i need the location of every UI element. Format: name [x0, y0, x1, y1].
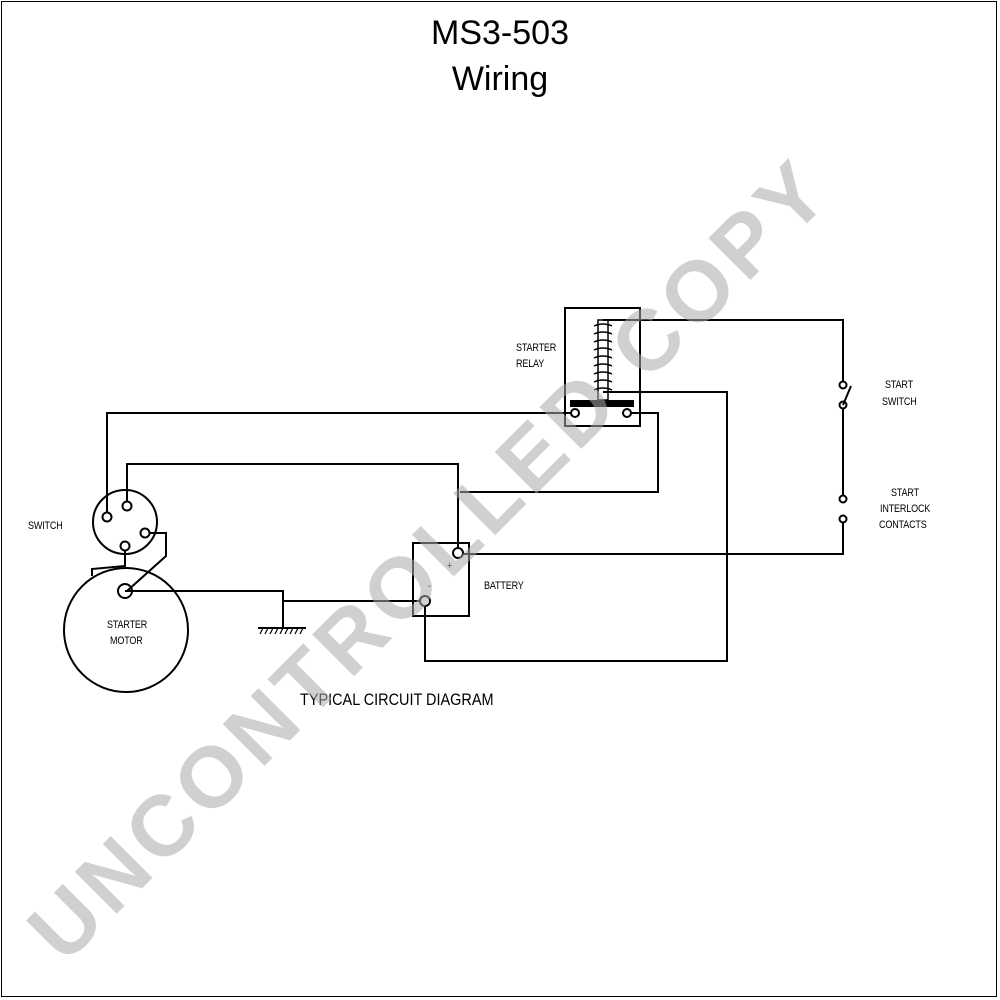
wire-motor-to-ground: [125, 590, 284, 627]
battery-label: BATTERY: [484, 580, 524, 592]
starter-motor-body: [63, 567, 189, 693]
wire-coil-to-battery-negative: [424, 391, 728, 662]
diagram-subtitle: Wiring: [451, 60, 549, 98]
diagram-title: MS3-503: [431, 14, 569, 52]
starter-relay-label-line1: STARTER: [516, 342, 557, 354]
battery-plus-label: +: [447, 560, 453, 572]
wire-interlock-to-battery-positive: [463, 522, 844, 555]
battery-negative-terminal: [419, 595, 431, 607]
start-switch-lever: [842, 385, 852, 406]
starter-relay-label-line2: RELAY: [516, 358, 545, 370]
switch-terminal-2: [121, 500, 133, 512]
start-switch-contact-top: [838, 380, 848, 390]
ground-hatch: [259, 627, 304, 635]
starter-motor-label-line1: STARTER: [107, 619, 148, 631]
relay-terminal-left: [570, 408, 580, 418]
switch-terminal-3: [139, 527, 151, 539]
wire-switch-to-battery-positive: [126, 463, 459, 550]
battery-positive-terminal: [452, 547, 464, 559]
strap-switch-terminal-to-motor: [126, 532, 167, 592]
relay-contact-bar: [570, 400, 634, 407]
diagram-caption: TYPICAL CIRCUIT DIAGRAM: [300, 690, 494, 709]
interlock-contact-bottom: [838, 514, 848, 524]
interlock-contact-top: [838, 494, 848, 504]
battery-box: [412, 542, 470, 617]
starter-relay-box: [564, 307, 641, 427]
relay-coil-winding: [593, 323, 613, 391]
switch-label: SWITCH: [28, 520, 63, 532]
start-switch-label-line2: SWITCH: [882, 396, 917, 408]
wire-relay-right-to-battery: [460, 412, 659, 493]
switch-terminal-1: [101, 511, 113, 523]
interlock-label-line2: INTERLOCK: [880, 503, 931, 515]
switch-terminal-4: [119, 540, 131, 552]
battery-minus-label: -: [428, 580, 431, 592]
strap-switch-to-motor: [91, 551, 126, 576]
starter-motor-label-line2: MOTOR: [110, 635, 143, 647]
wire-relay-to-switch: [106, 412, 571, 514]
interlock-label-line1: START: [891, 487, 919, 499]
start-switch-label-line1: START: [885, 379, 913, 391]
wire-coil-to-start-switch: [603, 319, 844, 382]
relay-terminal-right: [622, 408, 632, 418]
interlock-label-line3: CONTACTS: [879, 519, 927, 531]
